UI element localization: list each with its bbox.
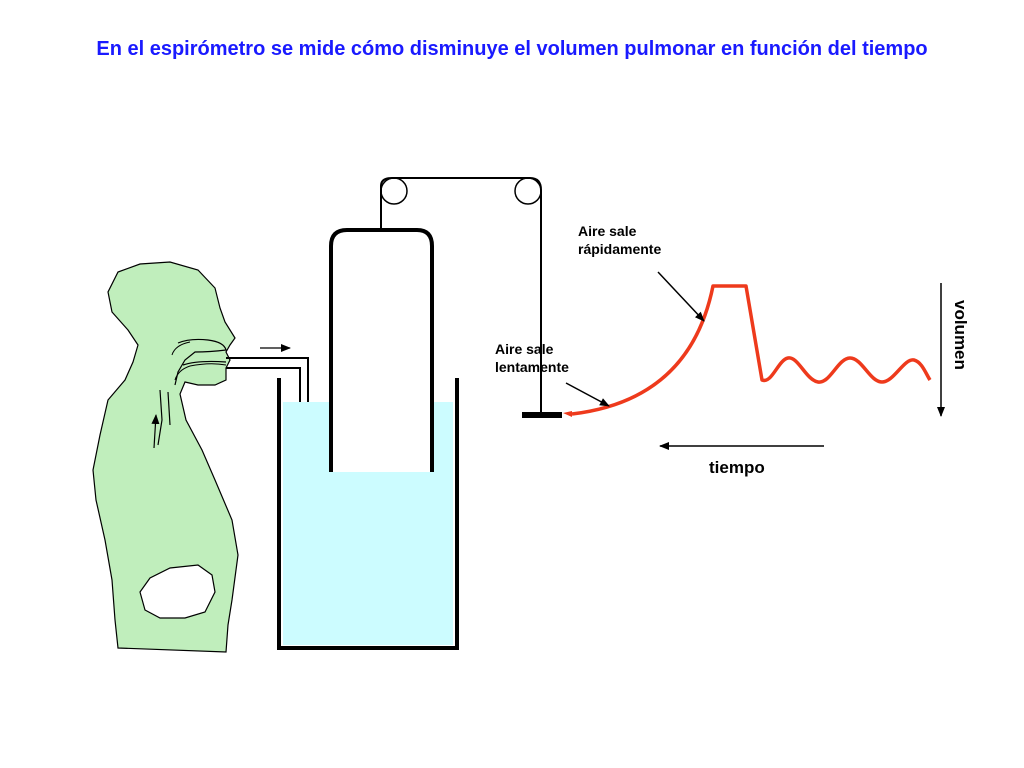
body-outline	[92, 261, 239, 653]
lung-cavity	[139, 564, 216, 619]
person-silhouette	[92, 261, 239, 653]
slow-pointer-arrow	[565, 382, 610, 407]
body-airflow-arrow	[151, 414, 160, 449]
pulley-right	[514, 177, 542, 205]
slow-air-label-line2: lentamente	[495, 359, 569, 375]
volume-curve	[571, 284, 932, 416]
slide-title: En el espirómetro se mide cómo disminuye…	[96, 38, 928, 60]
pulley-left	[380, 177, 408, 205]
bell-cutout	[331, 240, 432, 472]
pulley-system	[380, 177, 562, 418]
cable	[380, 177, 542, 414]
volume-axis-label: volumen	[951, 300, 970, 370]
water-inside-bell	[331, 472, 432, 645]
fast-air-label-line1: Aire sale	[578, 223, 637, 239]
pen-tip	[563, 411, 572, 417]
airway-inner	[171, 341, 227, 381]
slow-air-label-line1: Aire sale	[495, 341, 554, 357]
slow-air-label: Aire sale lentamente	[495, 340, 569, 376]
tank-walls	[277, 378, 459, 650]
trachea	[157, 389, 171, 446]
fast-air-label-line2: rápidamente	[578, 241, 662, 257]
fast-air-label: Aire sale rápidamente	[578, 222, 661, 258]
pen-counterweight	[522, 412, 562, 418]
water-tank	[277, 240, 459, 650]
time-axis-label: tiempo	[709, 458, 765, 477]
airway	[174, 338, 227, 386]
fast-pointer-arrow	[657, 271, 705, 322]
